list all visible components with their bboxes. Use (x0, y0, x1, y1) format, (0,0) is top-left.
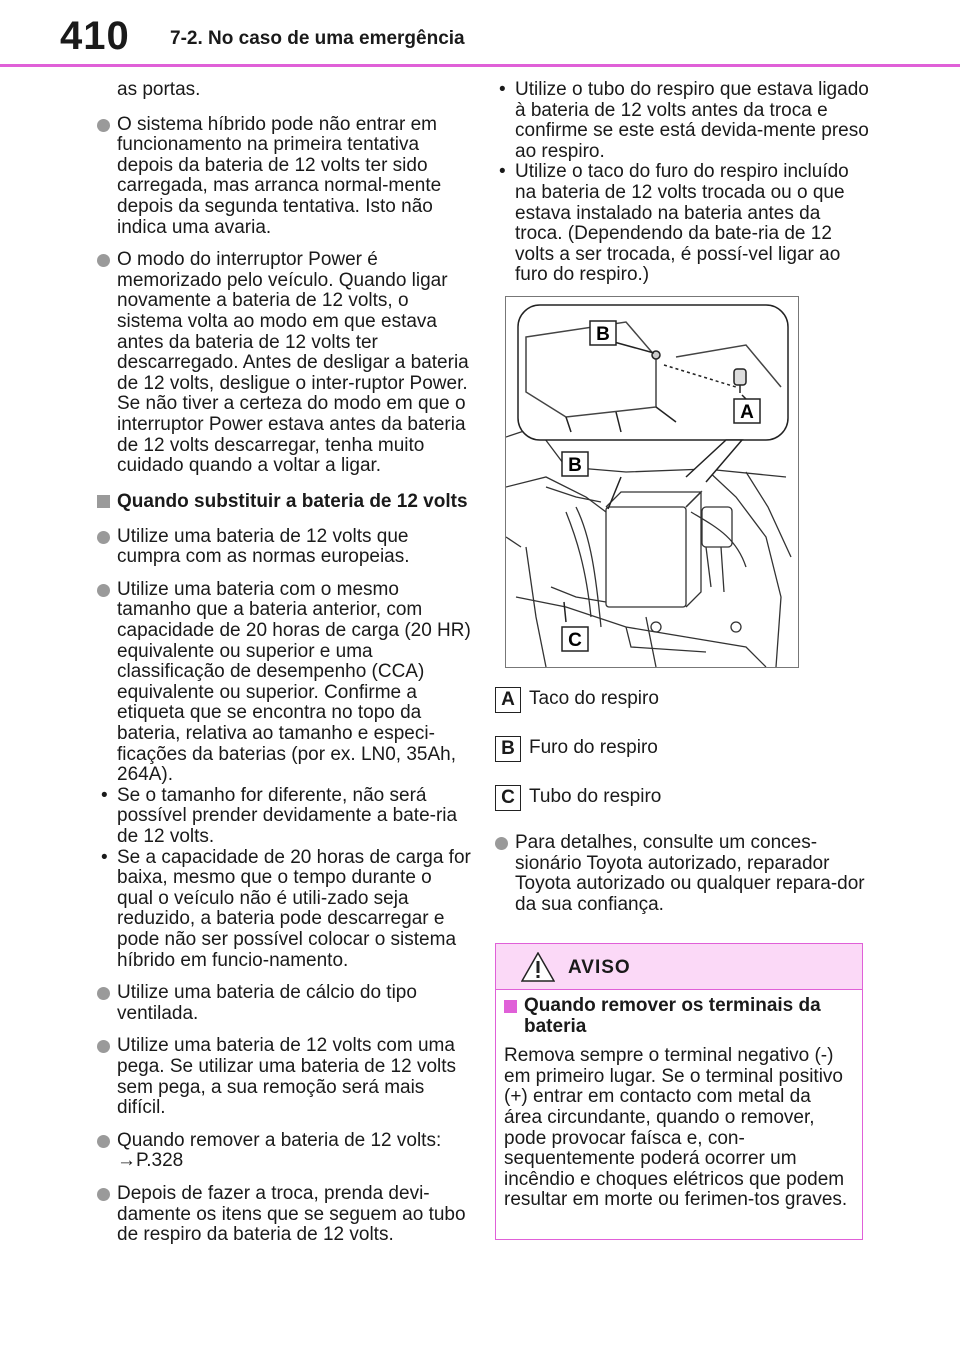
bullet-item: Utilize uma bateria com o mesmo tamanho … (97, 578, 472, 972)
warning-box: AVISO Quando remover os terminais da bat… (495, 943, 863, 1240)
page-header: 410 7-2. No caso de uma emergência (0, 0, 960, 70)
legend-key: A (495, 686, 521, 713)
heading-text: Quando substituir a bateria de 12 volts (117, 490, 468, 512)
bullet-item: O modo do interruptor Power é memorizado… (97, 249, 472, 477)
warning-subheading-text: Quando remover os terminais da bateria (524, 995, 821, 1037)
bullet-dot-icon (97, 583, 110, 597)
bullet-dot-icon (97, 530, 110, 544)
left-column: as portas. O sistema híbrido pode não en… (97, 79, 472, 1258)
bullet-dot-icon (495, 836, 508, 850)
sub-list-item: Utilize o taco do furo do respiro incluí… (495, 162, 870, 286)
bullet-item: Quando remover a bateria de 12 volts: →P… (97, 1129, 472, 1172)
figure-label-c: C (568, 630, 582, 651)
legend-text: Furo do respiro (529, 736, 658, 758)
figure-label-a: A (740, 402, 754, 423)
bullet-dot-icon (97, 1187, 110, 1201)
legend-text: Taco do respiro (529, 687, 659, 709)
sub-list-item: Se o tamanho for diferente, não será pos… (97, 785, 472, 848)
legend-item: A Taco do respiro (495, 686, 870, 716)
bullet-text: Utilize uma bateria com o mesmo tamanho … (117, 578, 471, 786)
bullet-dot-icon (97, 118, 110, 132)
bullet-dot-icon (97, 1134, 110, 1148)
sub-list-item: Se a capacidade de 20 horas de carga for… (97, 847, 472, 972)
page-reference-link[interactable]: Quando remover a bateria de 12 volts: →P… (117, 1129, 442, 1172)
warning-text: Remova sempre o terminal negativo (-) em… (504, 1045, 848, 1211)
bullet-text: O sistema híbrido pode não entrar em fun… (117, 113, 442, 238)
bullet-dot-icon (97, 254, 110, 268)
bullet-text: Utilize uma bateria de 12 volts com uma … (117, 1035, 457, 1119)
warning-triangle-icon (521, 952, 555, 982)
warning-body: Quando remover os terminais da bateria R… (496, 990, 862, 1211)
header-rule (0, 64, 960, 67)
bullet-text: Depois de fazer a troca, prenda devi-dam… (117, 1182, 466, 1246)
right-column: Utilize o tubo do respiro que estava lig… (495, 79, 870, 927)
battery-vent-illustration: B A B C (505, 295, 799, 668)
bullet-dot-icon (97, 987, 110, 1001)
bullet-item: Para detalhes, consulte um conces-sionár… (495, 831, 870, 915)
warning-title: AVISO (568, 957, 631, 978)
legend-key: C (495, 784, 521, 811)
zoom-inset (517, 304, 789, 623)
sub-list: Se o tamanho for diferente, não será pos… (97, 785, 472, 972)
legend-item: C Tubo do respiro (495, 784, 870, 814)
sub-list: Utilize o tubo do respiro que estava lig… (495, 79, 870, 286)
bullet-text: Utilize uma bateria de cálcio do tipo ve… (117, 982, 417, 1024)
bullet-text: O modo do interruptor Power é memorizado… (117, 249, 469, 477)
figure-label-b-top: B (596, 324, 610, 345)
section-heading: Quando substituir a bateria de 12 volts (97, 489, 472, 515)
figure-label-b-mid: B (568, 455, 582, 476)
bullet-item: Depois de fazer a troca, prenda devi-dam… (97, 1182, 472, 1246)
legend-key: B (495, 735, 521, 762)
continued-text: as portas. (117, 79, 201, 100)
legend-item: B Furo do respiro (495, 735, 870, 765)
bullet-item: Utilize uma bateria de 12 volts com uma … (97, 1036, 472, 1118)
warning-subheading: Quando remover os terminais da bateria (504, 995, 854, 1037)
bullet-text: Utilize uma bateria de 12 volts que cump… (117, 525, 410, 568)
bullet-item: O sistema híbrido pode não entrar em fun… (97, 113, 472, 239)
square-bullet-icon (504, 1000, 517, 1013)
bullet-item: Utilize uma bateria de cálcio do tipo ve… (97, 982, 472, 1024)
bullet-item: Utilize uma bateria de 12 volts que cump… (97, 525, 472, 568)
legend-text: Tubo do respiro (529, 785, 662, 807)
page-number: 410 (60, 14, 130, 58)
sub-list-item: Utilize o tubo do respiro que estava lig… (495, 79, 870, 162)
bullet-text: Para detalhes, consulte um conces-sionár… (515, 831, 865, 915)
bullet-dot-icon (97, 1040, 110, 1054)
section-title: 7-2. No caso de uma emergência (170, 28, 465, 49)
warning-header: AVISO (496, 944, 862, 990)
square-bullet-icon (97, 494, 110, 508)
